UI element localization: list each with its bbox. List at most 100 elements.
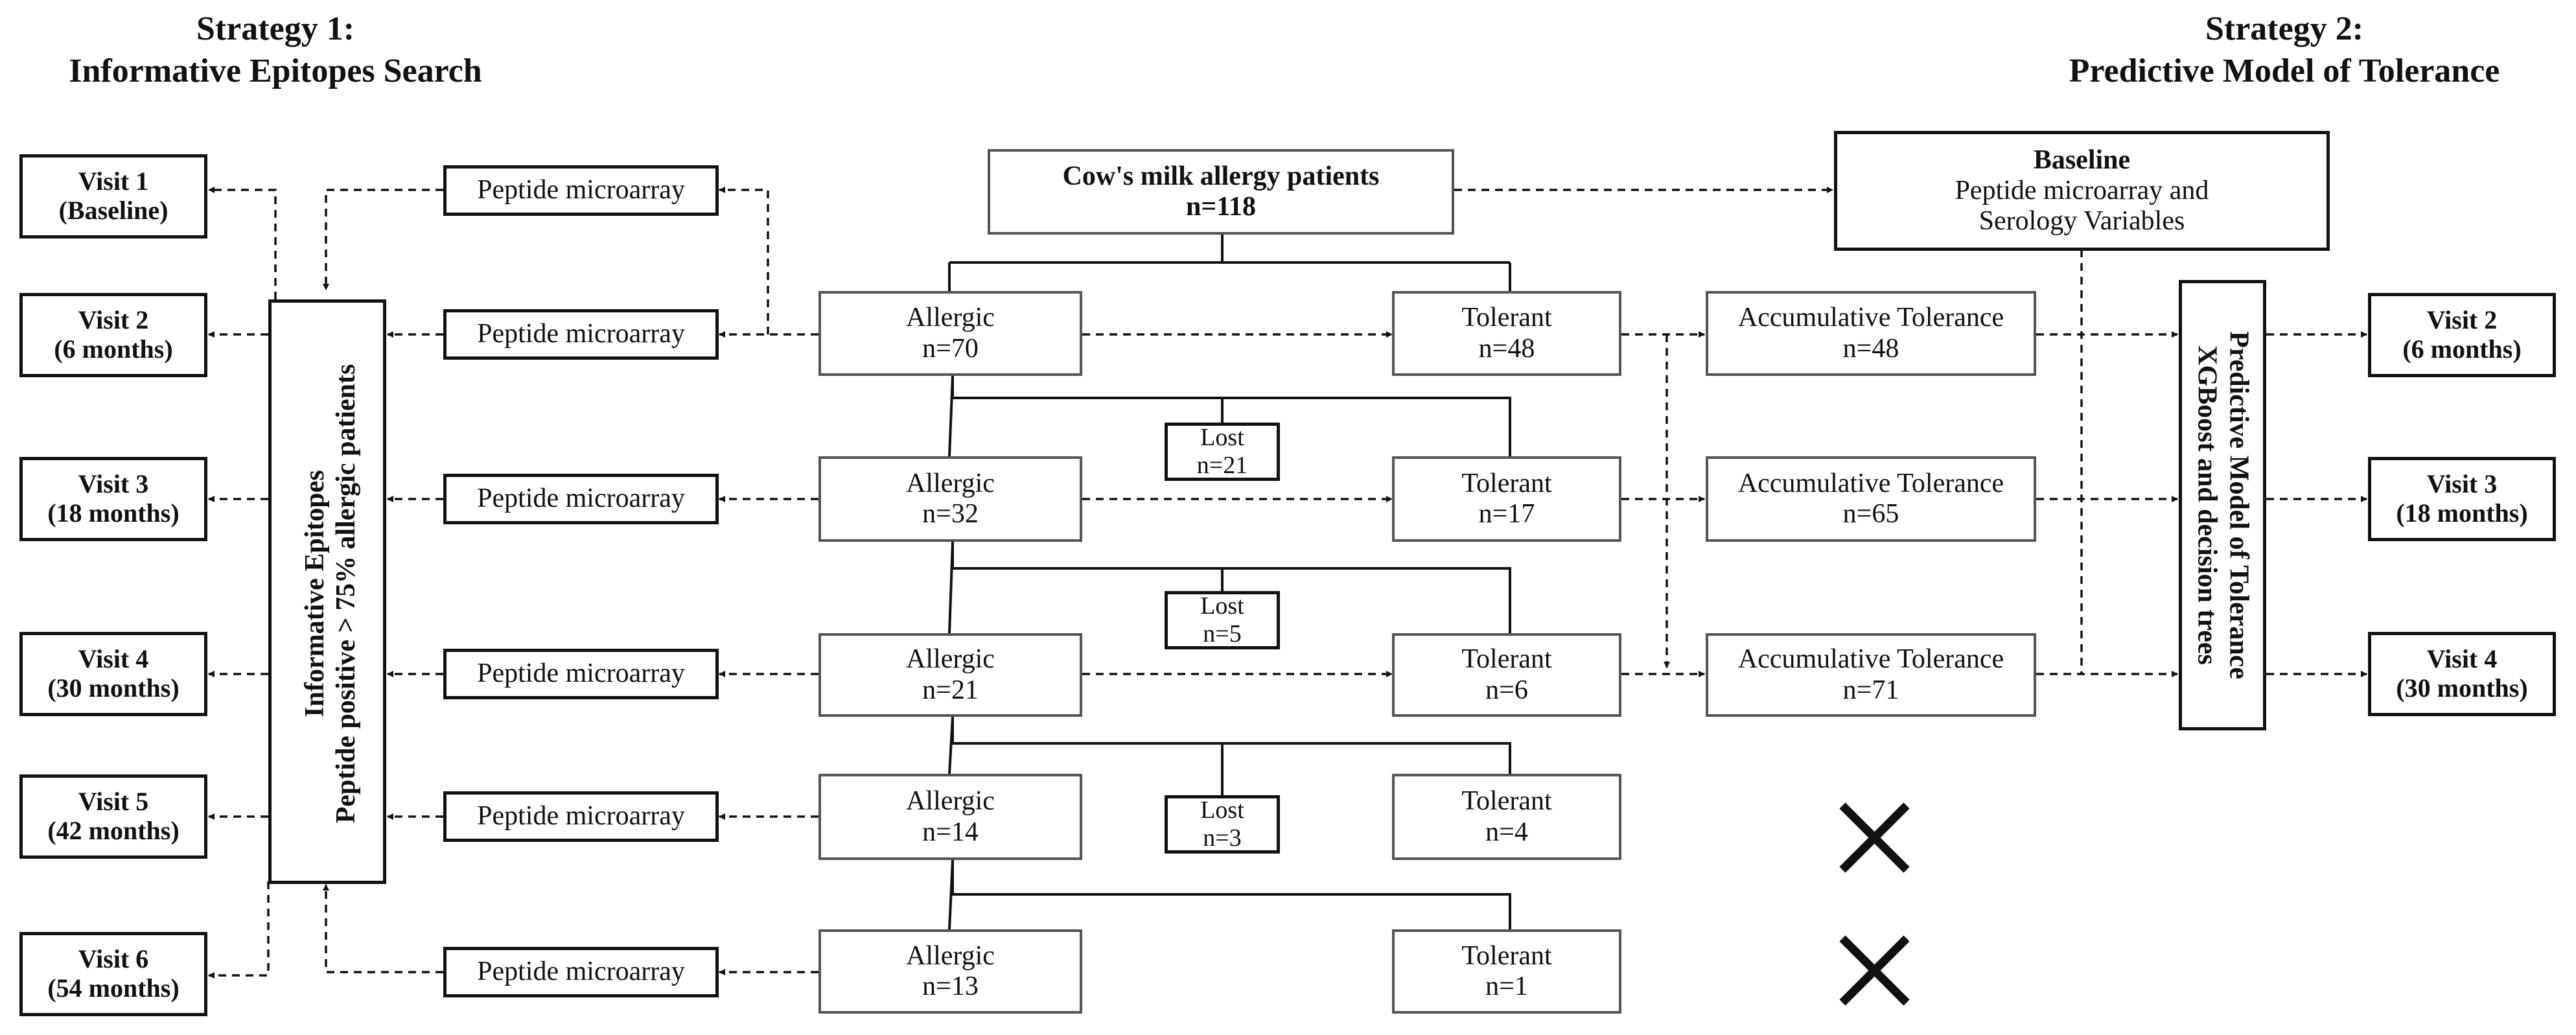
allergic-count: n=32 [922,499,979,529]
root-count: n=118 [1186,192,1256,222]
tolerant-count: n=6 [1485,675,1528,705]
accumulative-box-3: Accumulative Tolerance n=71 [1706,633,2036,717]
baseline-box: Baseline Peptide microarray and Serology… [1834,131,2330,251]
allergic-label: Allergic [906,940,995,971]
visit-time: (18 months) [47,498,180,528]
strategy-1-line1: Strategy 1: [196,10,355,47]
strategy-1-line2: Informative Epitopes Search [69,52,482,89]
peptide-microarray-6: Peptide microarray [443,947,719,997]
allergic-count: n=13 [922,971,979,1001]
baseline-title: Baseline [2033,145,2131,175]
visit-time: (30 months) [2396,673,2528,703]
allergic-box-4: Allergic n=14 [818,774,1082,860]
visit-time: (18 months) [2396,498,2528,528]
informative-epitopes-box: Informative Epitopes Peptide positive > … [268,299,386,884]
tolerant-label: Tolerant [1461,303,1552,333]
microarray-label: Peptide microarray [477,319,685,349]
visit-label: Visit 4 [2426,644,2498,674]
visit-left-6: Visit 6 (54 months) [19,932,207,1016]
predictive-model-box: Predictive Model of Tolerance XGBoost an… [2179,280,2266,730]
lost-count: n=5 [1203,620,1242,647]
tolerant-box-1: Tolerant n=48 [1392,291,1621,376]
peptide-microarray-1: Peptide microarray [443,165,719,216]
visit-right-3: Visit 3 (18 months) [2368,457,2556,541]
tolerant-label: Tolerant [1461,644,1552,675]
tolerant-label: Tolerant [1461,468,1552,498]
visit-label: Visit 2 [2426,305,2498,335]
visit-label: Visit 3 [2426,469,2498,499]
predictive-model-text: Predictive Model of Tolerance XGBoost an… [2183,285,2264,726]
tolerant-box-4: Tolerant n=4 [1392,774,1621,860]
visit-time: (54 months) [47,973,180,1003]
microarray-label: Peptide microarray [477,801,685,831]
allergic-box-2: Allergic n=32 [818,456,1082,542]
peptide-microarray-4: Peptide microarray [443,649,719,699]
visit-label: Visit 6 [78,944,149,974]
lost-box-1: Lost n=21 [1165,423,1280,481]
allergic-count: n=14 [922,817,979,847]
microarray-label: Peptide microarray [477,483,685,514]
visit-right-4: Visit 4 (30 months) [2368,632,2556,716]
visit-left-5: Visit 5 (42 months) [19,774,207,859]
allergic-label: Allergic [906,786,995,817]
visit-time: (Baseline) [58,196,168,225]
visit-left-2: Visit 2 (6 months) [19,293,207,377]
visit-time: (6 months) [2402,334,2522,364]
visit-label: Visit 3 [78,469,149,499]
microarray-label: Peptide microarray [477,175,685,205]
cross-icon [1839,935,1910,1006]
accumulative-label: Accumulative Tolerance [1737,303,2004,333]
visit-time: (6 months) [54,334,173,364]
tolerant-label: Tolerant [1461,940,1552,971]
visit-left-3: Visit 3 (18 months) [19,457,207,541]
lost-label: Lost [1200,424,1244,452]
strategy-2-header: Strategy 2: Predictive Model of Toleranc… [2002,8,2566,92]
accumulative-count: n=65 [1842,499,1899,529]
visit-right-2: Visit 2 (6 months) [2368,293,2556,377]
lost-label: Lost [1200,592,1244,620]
informative-epitopes-text: Informative Epitopes Peptide positive > … [275,308,386,879]
microarray-label: Peptide microarray [477,658,685,689]
tolerant-count: n=1 [1485,971,1528,1001]
allergic-count: n=70 [922,333,979,364]
visit-label: Visit 5 [78,787,149,817]
peptide-microarray-5: Peptide microarray [443,791,719,842]
accumulative-label: Accumulative Tolerance [1737,468,2004,498]
allergic-label: Allergic [906,644,995,675]
baseline-line2: Serology Variables [1978,206,2185,237]
accumulative-box-2: Accumulative Tolerance n=65 [1706,456,2036,542]
accumulative-label: Accumulative Tolerance [1737,644,2004,675]
strategy-2-line1: Strategy 2: [2205,10,2364,47]
visit-time: (30 months) [47,673,180,703]
allergic-box-1: Allergic n=70 [818,291,1082,376]
microarray-label: Peptide microarray [477,957,685,987]
tolerant-box-5: Tolerant n=1 [1392,929,1621,1014]
visit-left-1: Visit 1 (Baseline) [19,154,207,238]
root-patients-box: Cow's milk allergy patients n=118 [988,149,1454,235]
model-line2: XGBoost and decision trees [2192,345,2222,665]
allergic-label: Allergic [906,468,995,498]
peptide-microarray-3: Peptide microarray [443,474,719,524]
accumulative-count: n=48 [1842,333,1899,364]
accumulative-count: n=71 [1842,675,1899,705]
allergic-label: Allergic [906,303,995,333]
strategy-2-line2: Predictive Model of Tolerance [2069,52,2500,89]
allergic-box-5: Allergic n=13 [818,929,1082,1014]
informative-line2: Peptide positive > 75% allergic patients [331,364,361,824]
lost-box-3: Lost n=3 [1165,795,1280,854]
baseline-line1: Peptide microarray and [1955,175,2209,205]
informative-line1: Informative Epitopes [299,470,330,717]
cross-icon [1839,802,1910,873]
tolerant-count: n=17 [1478,499,1535,529]
tolerant-count: n=48 [1478,333,1535,364]
lost-box-2: Lost n=5 [1165,591,1280,649]
visit-label: Visit 1 [78,167,149,196]
lost-count: n=21 [1196,452,1248,479]
tolerant-box-3: Tolerant n=6 [1392,633,1621,717]
tolerant-count: n=4 [1485,817,1528,847]
root-title: Cow's milk allergy patients [1062,161,1380,191]
strategy-1-header: Strategy 1: Informative Epitopes Search [13,8,538,92]
allergic-box-3: Allergic n=21 [818,633,1082,717]
lost-count: n=3 [1203,824,1242,852]
